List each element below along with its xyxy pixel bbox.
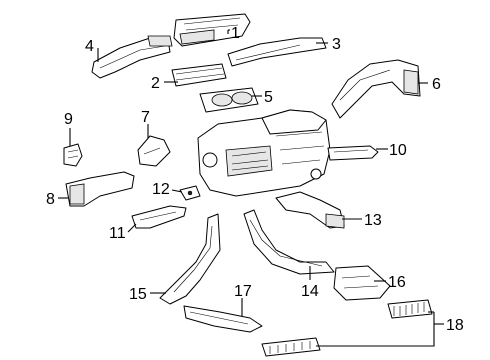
part-7-duct-bracket [137, 135, 171, 167]
part-11-bracket [131, 205, 187, 229]
leader-lines [58, 29, 444, 347]
callout-18: 18 [446, 317, 464, 334]
callout-2: 2 [151, 75, 160, 92]
part-18-floor-grille-lower [261, 337, 321, 357]
callout-6: 6 [432, 76, 441, 93]
part-6-outlet-duct [331, 59, 421, 119]
part-16-floor-register [333, 265, 391, 301]
part-4-side-duct-left [91, 35, 173, 79]
callout-11: 11 [109, 225, 126, 242]
part-1-center-register-duct [173, 13, 251, 47]
heater-core-assembly [197, 109, 331, 197]
callout-9: 9 [64, 111, 73, 128]
part-5-register [199, 87, 259, 113]
callout-16: 16 [388, 274, 406, 291]
part-2-flat-duct [171, 63, 227, 87]
callout-7: 7 [141, 109, 150, 126]
part-10-aspirator-hose [327, 145, 379, 161]
callout-1: 1 [231, 25, 240, 42]
part-3-side-duct-right [227, 37, 327, 67]
part-18-floor-grille-upper [387, 299, 433, 319]
part-17-floor-duct [183, 305, 263, 333]
callout-14: 14 [301, 283, 319, 300]
callout-17: 17 [234, 283, 252, 300]
callout-labels: 1 2 3 4 5 6 7 8 9 10 11 12 13 14 15 16 1… [46, 25, 464, 334]
callout-8: 8 [46, 191, 55, 208]
callout-13: 13 [364, 212, 382, 229]
part-9-clip [63, 143, 83, 167]
callout-5: 5 [264, 89, 273, 106]
callout-4: 4 [85, 38, 94, 55]
part-12-sensor [179, 185, 201, 201]
part-14-floor-duct-long [243, 209, 335, 275]
callout-12: 12 [152, 181, 170, 198]
part-8-rear-duct [65, 171, 135, 207]
part-15-floor-duct [159, 213, 221, 305]
callout-15: 15 [129, 286, 147, 303]
part-13-rear-outlet-duct [275, 191, 345, 229]
callout-3: 3 [332, 36, 341, 53]
callout-10: 10 [389, 142, 407, 159]
